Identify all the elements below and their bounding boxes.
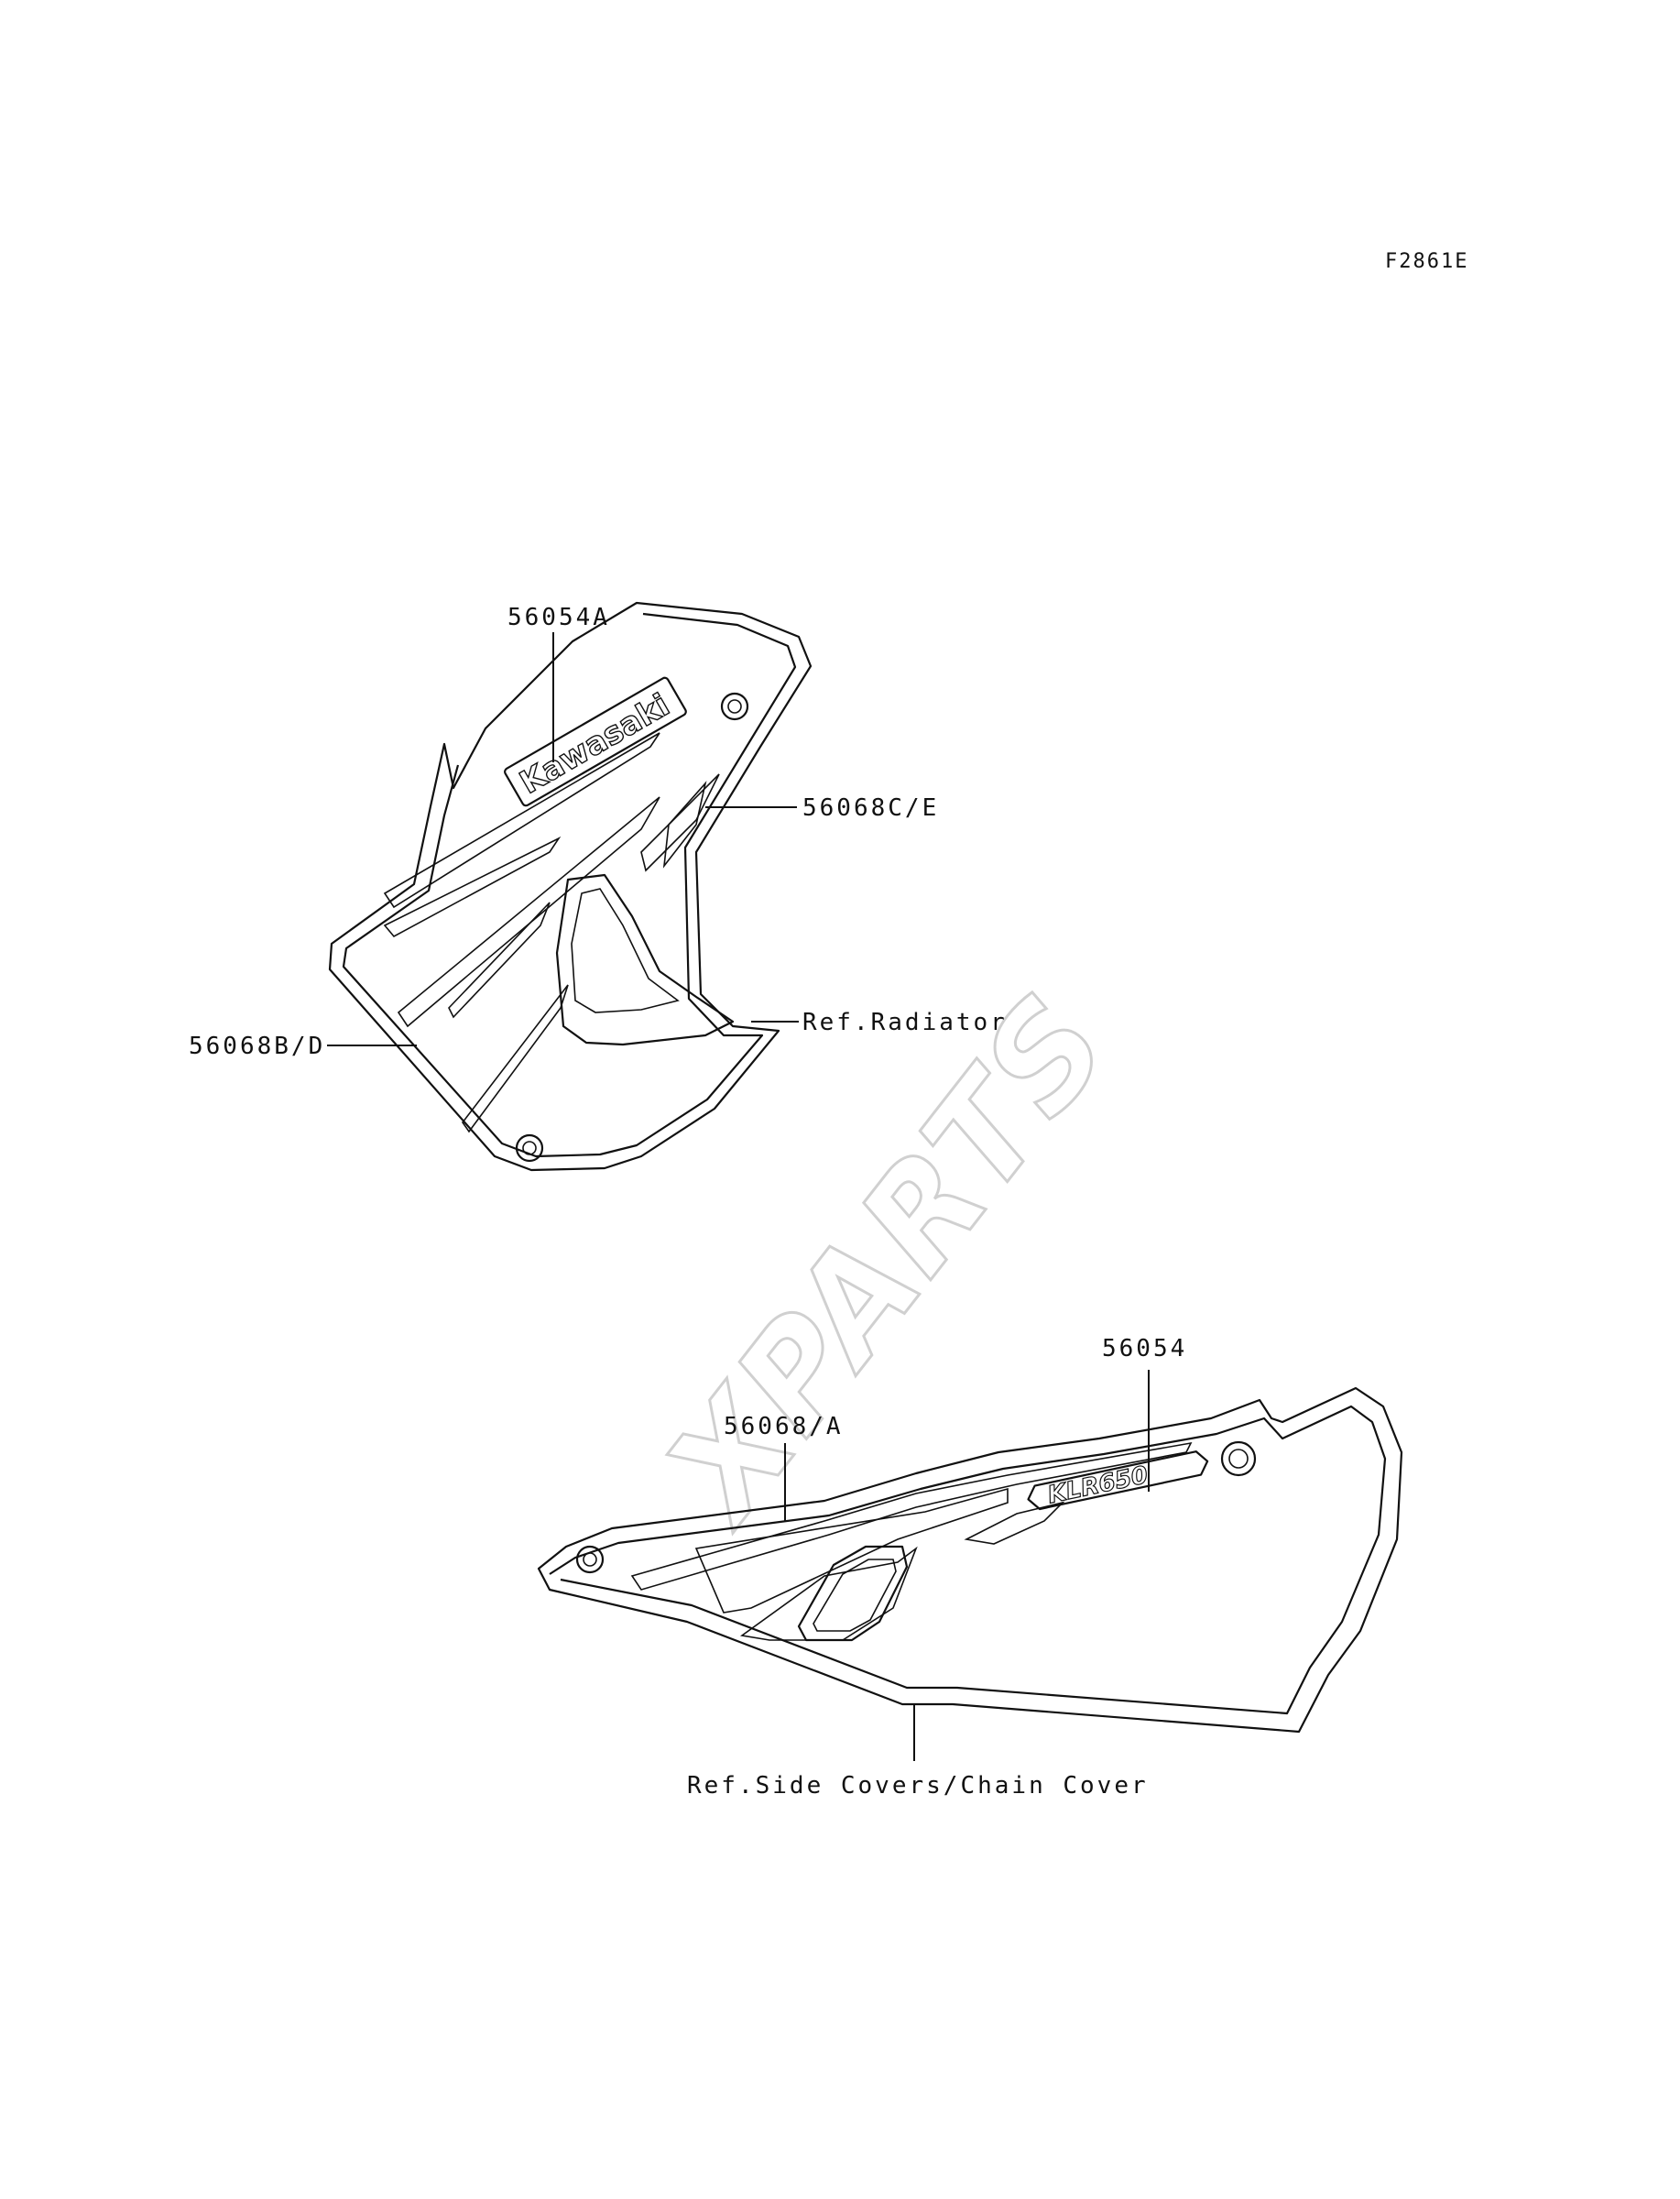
- side-cover-hole-front: [575, 1545, 605, 1574]
- label-56068A: 56068/A: [724, 1413, 844, 1440]
- shroud-stripe-3: [397, 796, 660, 1028]
- shroud-cutout-inner: [571, 888, 680, 1013]
- shroud-mount-hole-bottom: [515, 1133, 544, 1163]
- shroud-mount-hole-top-inner: [727, 699, 742, 714]
- label-56068BD: 56068B/D: [189, 1033, 325, 1060]
- shroud-mount-hole-bottom-inner: [522, 1141, 537, 1155]
- side-cover-stripe-4: [964, 1501, 1065, 1545]
- label-side-covers: Ref.Side Covers/Chain Cover: [687, 1772, 1149, 1800]
- side-cover-outline: [537, 1386, 1403, 1734]
- side-cover-stripe-2: [694, 1487, 1009, 1614]
- label-56054: 56054: [1102, 1335, 1187, 1362]
- shroud-stripe-1: [383, 732, 660, 909]
- side-cover-stripe-1: [630, 1441, 1193, 1591]
- shroud-stripe-6: [640, 773, 720, 872]
- shroud-inner-outline: [342, 612, 797, 1158]
- label-radiator: Ref.Radiator: [802, 1009, 1008, 1036]
- shroud-logo-frame: [504, 676, 687, 807]
- label-56054A: 56054A: [507, 604, 610, 631]
- shroud-radiator-cutout: [555, 873, 735, 1046]
- shroud-logo-decal: Kawasaki: [504, 676, 687, 807]
- label-56068CE: 56068C/E: [802, 794, 939, 822]
- side-cover-hole-rear-inner: [1228, 1449, 1249, 1469]
- side-cover-hole-rear: [1220, 1440, 1257, 1477]
- shroud-stripe-2: [383, 836, 562, 938]
- side-cover-slot-inner: [813, 1559, 897, 1632]
- shroud-stripe-5: [462, 984, 569, 1133]
- shroud-stripe-4: [448, 902, 551, 1019]
- side-cover-logo-frame: [1027, 1450, 1209, 1511]
- shroud-outline: [328, 601, 813, 1172]
- side-cover-logo-decal: KLR650: [1027, 1450, 1209, 1511]
- side-cover-hole-front-inner: [583, 1552, 597, 1567]
- shroud-stripe-7: [662, 781, 707, 869]
- side-cover-stripe-3: [739, 1546, 918, 1641]
- radiator-shroud: Kawasaki: [328, 601, 813, 1172]
- side-cover-inner-outline: [549, 1405, 1387, 1715]
- side-cover-slot: [797, 1545, 909, 1642]
- figure-code: F2861E: [1385, 250, 1468, 273]
- shroud-mount-hole-top: [720, 692, 749, 721]
